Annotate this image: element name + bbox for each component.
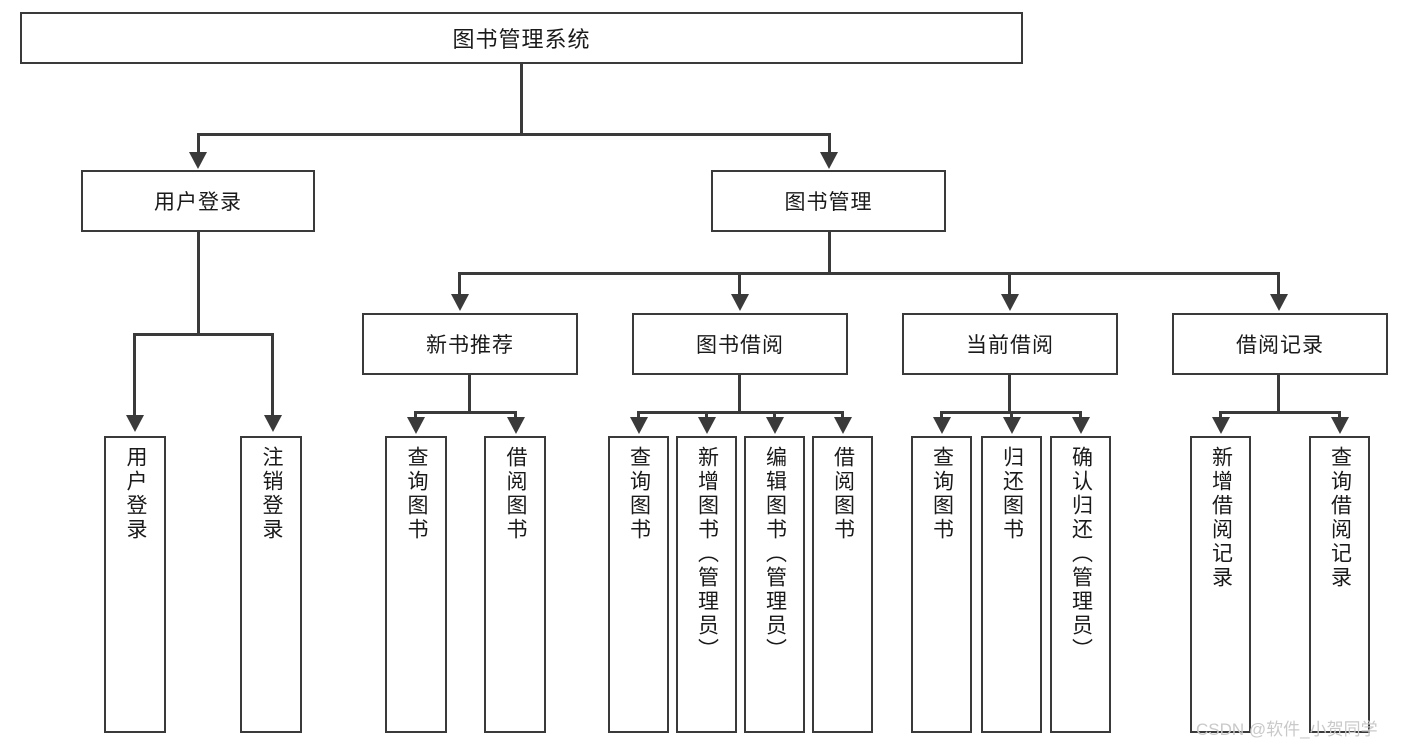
arrow-to-new-books bbox=[451, 294, 469, 311]
node-book-borrow[interactable]: 图书借阅 bbox=[632, 313, 848, 375]
watermark: CSDN @软件_小贺同学 bbox=[1196, 720, 1378, 739]
edge-new-books-bus bbox=[414, 411, 517, 414]
edge-records-stem bbox=[1277, 375, 1280, 413]
leaf-cb-confirm-return-admin[interactable]: 确认归还（管理员） bbox=[1050, 436, 1111, 733]
arrow-br-add-record bbox=[1212, 417, 1230, 434]
arrow-bl-query-books bbox=[630, 417, 648, 434]
edge-borrow-stem bbox=[738, 375, 741, 413]
edge-book-mgmt-to-new-books bbox=[458, 272, 461, 295]
arrow-to-borrow bbox=[731, 294, 749, 311]
edge-user-login-to-leaf-1 bbox=[133, 333, 136, 416]
edge-borrow-to-leaf-1 bbox=[637, 411, 640, 419]
edge-root-to-book-mgmt bbox=[828, 133, 831, 153]
edge-borrow-to-leaf-3 bbox=[773, 411, 776, 419]
edge-records-bus bbox=[1219, 411, 1341, 414]
node-new-book-recommend[interactable]: 新书推荐 bbox=[362, 313, 578, 375]
edge-new-books-to-leaf-1 bbox=[414, 411, 417, 419]
edge-book-mgmt-to-current bbox=[1008, 272, 1011, 295]
leaf-cb-return-book[interactable]: 归还图书 bbox=[981, 436, 1042, 733]
edge-book-mgmt-to-records bbox=[1277, 272, 1280, 295]
edge-new-books-to-leaf-2 bbox=[514, 411, 517, 419]
arrow-to-user-login bbox=[189, 152, 207, 169]
arrow-br-query-record bbox=[1331, 417, 1349, 434]
node-user-login[interactable]: 用户登录 bbox=[81, 170, 315, 232]
edge-user-login-stem bbox=[197, 232, 200, 333]
arrow-nb-query-books bbox=[407, 417, 425, 434]
leaf-br-add-record[interactable]: 新增借阅记录 bbox=[1190, 436, 1251, 733]
leaf-user-login[interactable]: 用户登录 bbox=[104, 436, 166, 733]
leaf-br-query-record[interactable]: 查询借阅记录 bbox=[1309, 436, 1370, 733]
arrow-to-book-mgmt bbox=[820, 152, 838, 169]
arrow-to-records bbox=[1270, 294, 1288, 311]
node-borrow-records[interactable]: 借阅记录 bbox=[1172, 313, 1388, 375]
leaf-nb-borrow-books[interactable]: 借阅图书 bbox=[484, 436, 546, 733]
edge-new-books-stem bbox=[468, 375, 471, 413]
node-book-management[interactable]: 图书管理 bbox=[711, 170, 946, 232]
arrow-cb-confirm-return bbox=[1072, 417, 1090, 434]
edge-borrow-bus bbox=[637, 411, 843, 414]
edge-current-to-leaf-1 bbox=[940, 411, 943, 419]
arrow-bl-add-book bbox=[698, 417, 716, 434]
edge-borrow-to-leaf-4 bbox=[841, 411, 844, 419]
node-root[interactable]: 图书管理系统 bbox=[20, 12, 1023, 64]
leaf-logout[interactable]: 注销登录 bbox=[240, 436, 302, 733]
leaf-bl-query-books[interactable]: 查询图书 bbox=[608, 436, 669, 733]
leaf-bl-edit-book-admin[interactable]: 编辑图书（管理员） bbox=[744, 436, 805, 733]
edge-root-bus bbox=[197, 133, 831, 136]
edge-user-login-bus bbox=[133, 333, 274, 336]
edge-root-to-user-login bbox=[197, 133, 200, 153]
arrow-cb-return-book bbox=[1003, 417, 1021, 434]
edge-book-mgmt-bus bbox=[458, 272, 1278, 275]
leaf-bl-add-book-admin[interactable]: 新增图书（管理员） bbox=[676, 436, 737, 733]
edge-book-mgmt-stem bbox=[828, 232, 831, 273]
arrow-cb-query-books bbox=[933, 417, 951, 434]
node-current-borrow[interactable]: 当前借阅 bbox=[902, 313, 1118, 375]
edge-records-to-leaf-1 bbox=[1219, 411, 1222, 419]
edge-user-login-to-leaf-2 bbox=[271, 333, 274, 416]
edge-current-to-leaf-3 bbox=[1079, 411, 1082, 419]
edge-current-stem bbox=[1008, 375, 1011, 413]
arrow-nb-borrow-books bbox=[507, 417, 525, 434]
leaf-cb-query-books[interactable]: 查询图书 bbox=[911, 436, 972, 733]
leaf-nb-query-books[interactable]: 查询图书 bbox=[385, 436, 447, 733]
arrow-to-current bbox=[1001, 294, 1019, 311]
edge-current-to-leaf-2 bbox=[1010, 411, 1013, 419]
arrow-to-leaf-user-login bbox=[126, 415, 144, 432]
arrow-to-leaf-logout bbox=[264, 415, 282, 432]
arrow-bl-edit-book bbox=[766, 417, 784, 434]
leaf-bl-borrow-book[interactable]: 借阅图书 bbox=[812, 436, 873, 733]
edge-root-stem bbox=[520, 64, 523, 134]
edge-borrow-to-leaf-2 bbox=[705, 411, 708, 419]
arrow-bl-borrow-book bbox=[834, 417, 852, 434]
edge-book-mgmt-to-borrow bbox=[738, 272, 741, 295]
edge-records-to-leaf-2 bbox=[1338, 411, 1341, 419]
